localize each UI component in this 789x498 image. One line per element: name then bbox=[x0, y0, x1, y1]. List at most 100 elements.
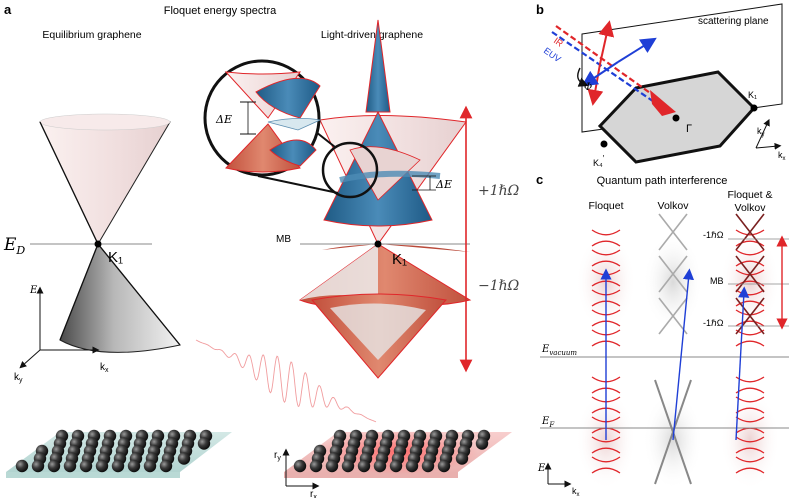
volkov-band bbox=[658, 255, 688, 293]
floquet-spectrum bbox=[298, 19, 472, 379]
carbon-atom bbox=[455, 452, 469, 465]
euv-polarization-arrow-down bbox=[581, 61, 619, 87]
k1-right-label: K₁ bbox=[392, 251, 407, 268]
fv-band-lower bbox=[735, 436, 765, 443]
light-pulse bbox=[195, 339, 377, 423]
c-minus-label: -1ℏΩ bbox=[703, 318, 724, 328]
band-glow bbox=[720, 390, 780, 490]
panel-c-axes: E kx bbox=[537, 462, 580, 498]
delta-e-main: ΔE bbox=[435, 178, 452, 191]
zoom-delta-e: ΔE bbox=[215, 113, 232, 126]
volkov-band bbox=[658, 297, 688, 335]
fv-band bbox=[735, 249, 765, 256]
right-title: Light-driven graphene bbox=[321, 29, 423, 41]
fv-band-lower bbox=[735, 416, 765, 423]
dirac-point-left bbox=[94, 240, 102, 248]
band-glow bbox=[643, 232, 703, 332]
ir-label: IR bbox=[552, 35, 566, 49]
axis-rx-label: rx bbox=[310, 489, 317, 498]
phi-rotation-arrow bbox=[577, 67, 589, 87]
carbon-atom bbox=[127, 459, 141, 473]
c-axis-e: E bbox=[537, 463, 546, 474]
carbon-atom bbox=[421, 459, 435, 473]
k1-left-label: K₁ bbox=[108, 249, 123, 266]
floquet-band bbox=[591, 260, 621, 267]
fv-band bbox=[735, 320, 765, 327]
carbon-atom bbox=[143, 459, 157, 473]
b-kx-label: kx bbox=[778, 150, 786, 162]
carbon-atom bbox=[159, 459, 173, 473]
left-title: Equilibrium graphene bbox=[42, 29, 141, 41]
carbon-atom bbox=[405, 459, 419, 473]
panel-b-axes: ky kx bbox=[755, 118, 786, 162]
fv-band bbox=[735, 229, 765, 236]
col-floquet-volkov-1: Floquet & bbox=[728, 189, 773, 201]
axis-kx-label: kx bbox=[100, 362, 109, 374]
band-diagrams bbox=[576, 213, 780, 490]
fv-volkov-band bbox=[735, 297, 765, 335]
panel-b-letter: b bbox=[536, 2, 544, 17]
carbon-atom bbox=[79, 459, 93, 473]
euv-label: EUV bbox=[542, 45, 563, 64]
col-floquet: Floquet bbox=[588, 200, 623, 212]
panel-a-letter: a bbox=[4, 2, 12, 17]
panel-c-title: Quantum path interference bbox=[597, 175, 728, 187]
graphene-slab-right bbox=[284, 429, 512, 478]
k1-point bbox=[750, 104, 758, 112]
fv-band-lower bbox=[735, 447, 765, 454]
pulse-wave bbox=[195, 339, 377, 423]
volkov-band-lower bbox=[654, 379, 692, 485]
floquet-band bbox=[591, 240, 621, 247]
euv-polarization-arrow-up bbox=[617, 37, 657, 63]
c-plus-label: -1ℏΩ bbox=[703, 230, 724, 240]
fv-band bbox=[735, 340, 765, 347]
carbon-atom bbox=[47, 459, 61, 473]
panel-c-letter: c bbox=[536, 172, 543, 187]
carbon-atom bbox=[437, 459, 451, 473]
volkov-band bbox=[658, 213, 688, 251]
carbon-atom bbox=[293, 459, 307, 473]
floquet-band-lower bbox=[591, 467, 621, 474]
b-ky-label: ky bbox=[757, 126, 765, 138]
col-floquet-volkov-2: Volkov bbox=[735, 202, 767, 214]
k4-point bbox=[600, 140, 608, 148]
fv-band-lower bbox=[735, 467, 765, 474]
carbon-atom bbox=[389, 459, 403, 473]
carbon-atom bbox=[309, 459, 323, 473]
fv-band bbox=[735, 260, 765, 267]
c-mb-label: MB bbox=[710, 276, 724, 286]
floquet-band bbox=[591, 249, 621, 256]
real-space-axes: ry rx bbox=[274, 448, 320, 498]
minus-hw-label: −1ℏΩ bbox=[478, 278, 520, 294]
fv-band-lower bbox=[735, 407, 765, 414]
floquet-band bbox=[591, 229, 621, 236]
equilibrium-dirac-cone bbox=[39, 113, 181, 353]
floquet-band-lower bbox=[591, 447, 621, 454]
fv-band bbox=[735, 280, 765, 287]
carbon-atom bbox=[15, 459, 29, 473]
left-axes: E kx ky bbox=[14, 285, 109, 384]
axis-e-label: E bbox=[29, 285, 38, 296]
scattering-plane-label: scattering plane bbox=[698, 16, 769, 27]
brillouin-zone: Γ K₁ K₄′ bbox=[593, 70, 758, 168]
ed-label: ED bbox=[3, 235, 25, 257]
fv-volkov-band bbox=[735, 213, 765, 251]
band-glow bbox=[720, 232, 780, 332]
carbon-atom bbox=[63, 459, 77, 473]
phi-label: Φ bbox=[584, 82, 592, 93]
carbon-atom bbox=[357, 459, 371, 473]
k1-label: K₁ bbox=[748, 90, 757, 100]
carbon-atom bbox=[177, 452, 191, 465]
ir-polarization-arrow-up bbox=[598, 20, 615, 65]
fv-band-lower bbox=[735, 376, 765, 383]
axis-ry-label: ry bbox=[274, 450, 281, 462]
fv-band-lower bbox=[735, 456, 765, 463]
axis-ky-label: ky bbox=[14, 372, 23, 384]
floquet-band-lower bbox=[591, 436, 621, 443]
carbon-atom bbox=[111, 459, 125, 473]
mb-label: MB bbox=[276, 234, 291, 245]
fv-volkov-band bbox=[735, 255, 765, 293]
carbon-atom bbox=[31, 459, 45, 473]
